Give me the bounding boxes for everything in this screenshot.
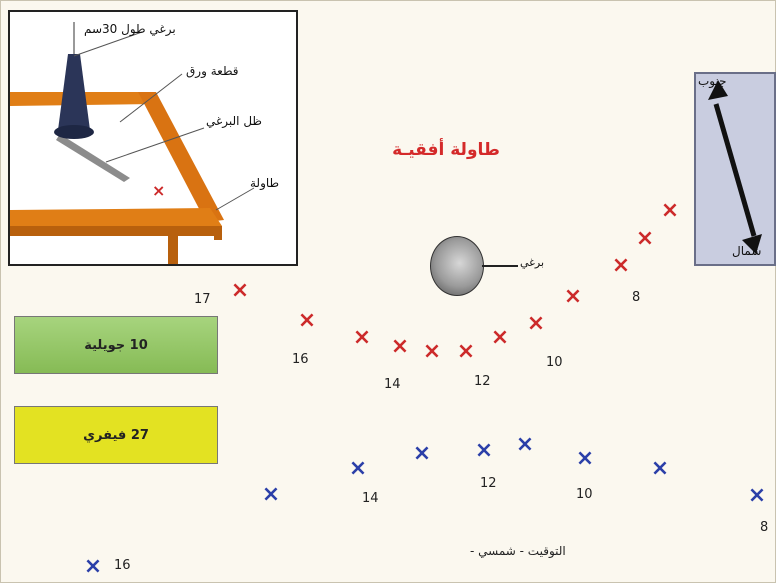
table-rail-right <box>138 92 224 222</box>
series-1-point-5: × <box>516 432 534 457</box>
table-leg-right <box>214 226 222 240</box>
series-1-point-8: × <box>748 483 766 508</box>
pointer-stick <box>73 31 143 57</box>
series-0-point-10: × <box>636 226 654 251</box>
time-axis-label: التوقيت - شمسي - <box>470 544 566 558</box>
series-1-point-0: × <box>84 554 102 579</box>
series-0-point-6: × <box>491 325 509 350</box>
series-1-hour-label-4: 8 <box>760 520 768 535</box>
series-1-hour-label-0: 16 <box>114 558 131 573</box>
label-shadow: ظل البرغي <box>206 114 262 128</box>
date-feb-label: 27 فيفري <box>83 427 149 443</box>
series-1-hour-label-1: 14 <box>362 491 379 506</box>
label-stick: برغي طول 30سم <box>84 22 176 36</box>
series-1-point-6: × <box>576 446 594 471</box>
inset-marker: × <box>152 181 165 200</box>
date-june-box: 10 جويلية <box>14 316 218 374</box>
arrow-head-north <box>742 234 762 254</box>
date-feb-box: 27 فيفري <box>14 406 218 464</box>
series-0-point-9: × <box>612 253 630 278</box>
series-1-point-7: × <box>651 456 669 481</box>
stick-cone <box>58 54 90 130</box>
compass-north: شمال <box>732 244 762 258</box>
series-0-hour-label-2: 14 <box>384 377 401 392</box>
series-0-point-3: × <box>391 334 409 359</box>
series-0-point-0: × <box>231 278 249 303</box>
series-0-point-4: × <box>423 339 441 364</box>
inset-illustration: × برغي طول 30سم قطعة ورق ظل البرغي طاولة <box>8 10 298 266</box>
label-table: طاولة <box>250 176 280 190</box>
series-0-point-1: × <box>298 308 316 333</box>
series-0-hour-label-5: 8 <box>632 290 640 305</box>
compass-box: جنوب شمال <box>694 72 776 266</box>
table-title: طاولة أفقيـة <box>392 140 500 160</box>
series-0-point-5: × <box>457 339 475 364</box>
table-edge <box>10 226 222 236</box>
series-0-point-2: × <box>353 325 371 350</box>
series-1-point-4: × <box>475 438 493 463</box>
compass-south: جنوب <box>698 74 727 88</box>
ball-marker <box>430 236 484 296</box>
series-0-point-7: × <box>527 311 545 336</box>
series-1-point-3: × <box>413 441 431 466</box>
table-leg <box>168 234 178 264</box>
series-0-hour-label-3: 12 <box>474 374 491 389</box>
pointer-paper <box>119 73 183 123</box>
series-0-point-8: × <box>564 284 582 309</box>
compass-arrow <box>708 80 762 254</box>
series-0-hour-label-0: 17 <box>194 292 211 307</box>
series-1-point-1: × <box>262 482 280 507</box>
series-0-hour-label-4: 10 <box>546 355 563 370</box>
series-0-point-11: × <box>661 198 679 223</box>
series-1-point-2: × <box>349 456 367 481</box>
date-june-label: 10 جويلية <box>84 337 148 353</box>
series-1-hour-label-3: 10 <box>576 487 593 502</box>
pointer-table <box>215 187 255 211</box>
inset-drawing: × <box>10 22 255 264</box>
stick-base <box>54 125 94 139</box>
table-rail-front <box>10 208 222 230</box>
label-paper: قطعة ورق <box>186 64 239 78</box>
arrow-head-south <box>708 80 728 100</box>
series-0-hour-label-1: 16 <box>292 352 309 367</box>
ball-pointer <box>482 265 518 267</box>
shadow-shape <box>56 134 130 182</box>
ball-label: برغي <box>520 256 545 269</box>
series-1-hour-label-2: 12 <box>480 476 497 491</box>
pointer-shadow <box>105 127 205 163</box>
